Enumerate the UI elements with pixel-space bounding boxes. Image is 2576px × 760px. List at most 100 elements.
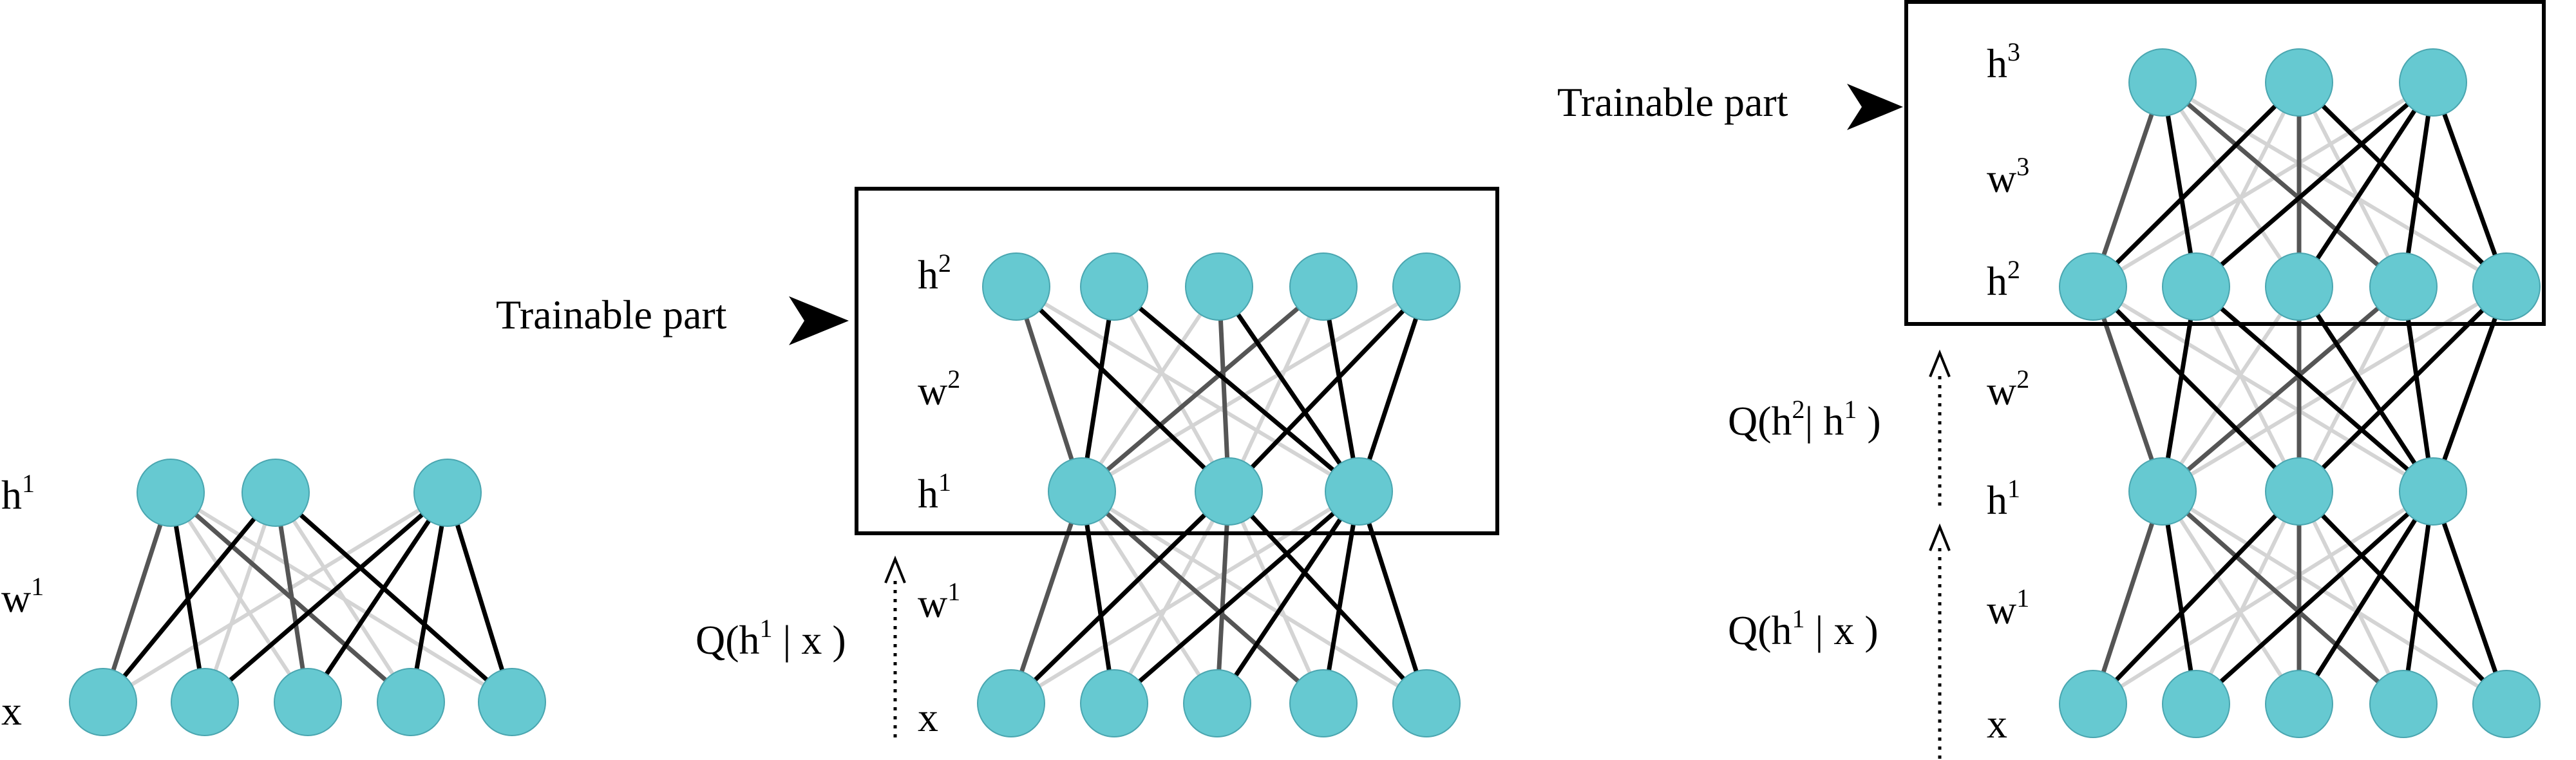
panel3-w3-edge [2090, 81, 2165, 288]
panel3-w2-edge [2161, 285, 2301, 493]
panel2-x-node [1080, 669, 1148, 737]
panel2-x-node [1289, 669, 1358, 737]
panel3-w1-edge [2161, 490, 2301, 705]
panel3-dotted-up-arrow-icon-lower [1929, 523, 1951, 759]
panel1-h1-node [413, 459, 482, 527]
panel3-h2-node [2472, 252, 2541, 321]
panel3-label-w2: w2 [1987, 365, 2029, 413]
panel1-x-node [171, 668, 239, 736]
panel3-edges [2090, 81, 2509, 706]
panel1-nodes [69, 459, 546, 736]
panel3-w2-edge [2092, 285, 2434, 493]
panel3-h2-node [2369, 252, 2438, 321]
panel2-w2-edge [1014, 285, 1231, 493]
panel3-labels: h3 w3 h2 w2 h1 w1 x [1987, 37, 2029, 746]
panel3-x-node [2472, 670, 2541, 738]
panel3-w3-edge [2194, 81, 2435, 289]
panel1-x-node [478, 668, 546, 736]
panel3-w2-edge [2297, 285, 2435, 493]
panel3-w3-edge [2092, 81, 2434, 289]
panel2-h2-node [1392, 252, 1461, 321]
panel3-x-node [2265, 670, 2333, 738]
panel2-w1-edge [1227, 490, 1325, 705]
panel1-edges [100, 491, 515, 704]
panel3-w2-edge [2430, 285, 2509, 493]
panel2-w1-edge [1079, 491, 1117, 704]
panel3-w2-edge [2160, 286, 2199, 492]
panel3-h2-node [2059, 252, 2127, 321]
panel3-h1-node [2265, 457, 2333, 526]
panel2-label-w1: w1 [918, 577, 960, 626]
panel2-trainable-box [855, 187, 1499, 535]
panel1-w1-edge [169, 491, 413, 704]
panel2-q-label: Q(h1 | x ) [696, 614, 846, 663]
panel3-w2-edge [2161, 285, 2405, 493]
panel2-labels: h2 w2 h1 w1 x [918, 249, 960, 740]
panel3-w2-edge [2091, 285, 2301, 493]
panel3-h3-node [2265, 48, 2333, 117]
panel3-x-node [2059, 670, 2127, 738]
panel3-arrowhead-icon [1847, 84, 1903, 130]
panel3-label-h2: h2 [1987, 255, 2020, 304]
panel2-w1-edge [1356, 490, 1429, 705]
panel3-w2-edge [2194, 285, 2301, 493]
panel1-labels: h1 w1 x [1, 469, 44, 734]
panel2-x-node [977, 669, 1045, 737]
panel2-label-x: x [918, 694, 938, 740]
panel3-label-h1: h1 [1987, 474, 2020, 523]
panel3-w1-edge [2090, 490, 2165, 705]
panel1-w1-edge [169, 491, 310, 703]
panel3-q-lower-label: Q(h1 | x ) [1728, 604, 1879, 653]
panel1-label-h1: h1 [1, 469, 35, 518]
panel2-w2-edge [1079, 286, 1117, 492]
panel3-w3-edge [2297, 81, 2508, 289]
panel1-x-node [69, 668, 137, 736]
panel3-h3-node [2128, 48, 2197, 117]
panel3-w2-edge [2161, 285, 2508, 493]
panel1-w1-edge [445, 491, 515, 703]
panel3-h2-node [2265, 252, 2333, 321]
panel3-w3-edge [2160, 82, 2199, 287]
panel3-w1-edge [2297, 490, 2435, 705]
panel3-q-upper-label: Q(h2| h1 ) [1728, 395, 1881, 444]
panel3-x-node [2369, 670, 2438, 738]
panel2-label-h2: h2 [918, 249, 951, 298]
panel3-w1-edge [2297, 489, 2508, 706]
panel2-w1-edge [1112, 489, 1361, 705]
panel3-w1-edge [2161, 489, 2508, 706]
panel3-w1-edge [2297, 490, 2405, 705]
panel3-trainable-label: Trainable part [1557, 79, 1788, 125]
panel3-w1-edge [2194, 490, 2301, 705]
panel3-w1-edge [2160, 491, 2199, 705]
panel3-dotted-up-arrow-icon-upper [1929, 349, 1951, 506]
panel2-w1-edge [1215, 490, 1361, 705]
panel3-x-node [2162, 670, 2230, 738]
panel3-w3-edge [2401, 82, 2436, 287]
panel2-w2-edge [1080, 285, 1221, 493]
panel2-label-w2: w2 [918, 365, 960, 413]
panel2-w2-edge [1014, 285, 1084, 493]
panel3-label-x: x [1987, 701, 2007, 746]
panel2-w1-edge [1010, 489, 1360, 705]
panel3-w1-edge [2401, 491, 2436, 705]
panel2-w2-edge [1081, 285, 1428, 493]
panel3-w3-edge [2430, 81, 2509, 288]
panel3-w2-edge [2297, 285, 2508, 493]
panel1-label-w1: w1 [1, 572, 44, 621]
panel1-label-x: x [1, 688, 22, 734]
panel1-w1-edge [274, 491, 514, 704]
panel2-h2-node [1289, 252, 1358, 321]
panel2-dotted-up-arrow-icon [884, 555, 906, 737]
panel2-h1-node [1325, 457, 1393, 526]
panel2-w2-edge [1356, 285, 1429, 493]
panel2-w1-edge [1080, 490, 1219, 705]
panel2-w1-edge [1227, 489, 1428, 705]
panel1-w1-edge [408, 492, 450, 703]
panel2-w2-edge [1321, 286, 1361, 492]
panel2-w1-edge [1009, 489, 1231, 705]
panel2-w2-edge [1112, 285, 1231, 493]
panel3-w3-edge [2194, 81, 2301, 288]
panel2-nodes [977, 252, 1461, 737]
panel3-w3-edge [2161, 81, 2301, 288]
